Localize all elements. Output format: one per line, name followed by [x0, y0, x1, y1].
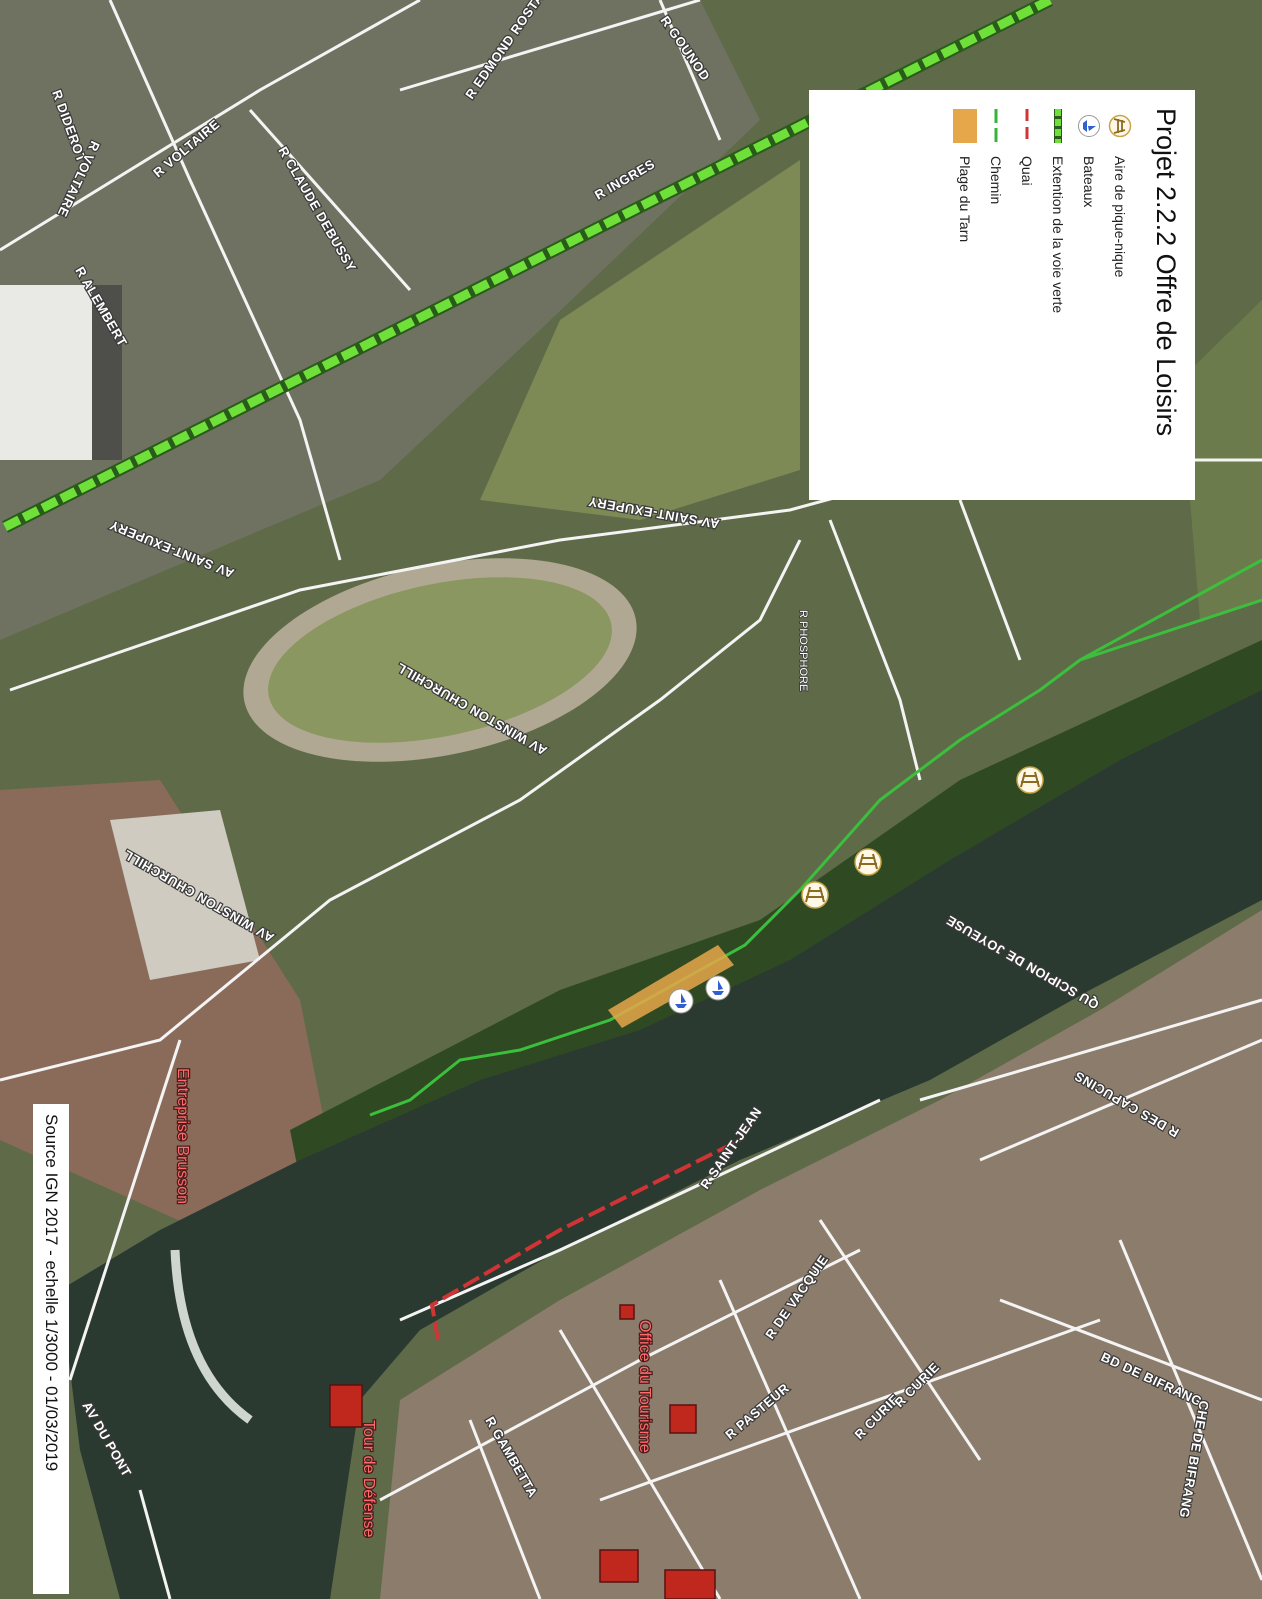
source-container: Source IGN 2017 - echelle 1/3000 - 01/03… — [33, 1104, 69, 1594]
chemin-path — [369, 558, 1262, 1117]
legend-label-picnic: Aire de pique-nique — [1112, 156, 1129, 278]
plage-du-tarn[interactable] — [608, 945, 734, 1028]
legend-container: Projet 2.2.2 Offre de Loisirs Aire de pi… — [809, 90, 1195, 500]
poi-label-brusson[interactable]: Entreprise Brusson — [173, 1067, 193, 1206]
parking-area — [110, 810, 260, 980]
boat-icon — [1077, 108, 1103, 144]
legend-item-picnic: Aire de pique-nique — [1105, 108, 1136, 482]
legend-label-voie-verte: Extention de la voie verte — [1050, 156, 1067, 314]
legend-label-plage: Plage du Tarn — [957, 156, 974, 243]
boat-marker[interactable] — [705, 975, 731, 1001]
quai-line — [429, 1138, 741, 1341]
legend-label-quai: Quai — [1019, 156, 1036, 186]
picnic-marker[interactable] — [801, 881, 829, 909]
boat-marker[interactable] — [668, 988, 694, 1014]
green-dashed-line-icon — [1046, 108, 1072, 144]
legend-item-boats: Bateaux — [1074, 108, 1105, 482]
legend-item-chemin: Chemin — [981, 108, 1012, 482]
poi-label-tourisme[interactable]: Office du Tourisme — [635, 1319, 655, 1454]
orange-area-icon — [953, 108, 979, 144]
picnic-marker[interactable] — [854, 848, 882, 876]
picnic-marker[interactable] — [1016, 766, 1044, 794]
industrial-roof — [0, 285, 92, 460]
voie-verte-extension — [2, 0, 1053, 533]
field-area — [480, 160, 800, 520]
picnic-table-icon — [1108, 108, 1134, 144]
legend-title: Projet 2.2.2 Offre de Loisirs — [1151, 108, 1181, 437]
legend-item-quai: Quai — [1012, 108, 1043, 482]
stadium-field — [268, 577, 612, 743]
poi-label-tour[interactable]: Tour de Défense — [359, 1419, 379, 1539]
weir — [170, 1249, 253, 1424]
legend-item-voie-verte: Extention de la voie verte — [1043, 108, 1074, 482]
source-caption: Source IGN 2017 - echelle 1/3000 - 01/03… — [33, 1104, 69, 1594]
legend-label-boats: Bateaux — [1081, 156, 1098, 208]
industrial-buildings-south — [0, 780, 330, 1230]
residential-area-north — [0, 0, 760, 640]
industrial-roof-shadow — [92, 285, 122, 460]
green-line-icon — [984, 108, 1010, 144]
highlight-buildings — [329, 1304, 716, 1599]
legend-item-plage: Plage du Tarn — [950, 108, 981, 482]
street-label-phosphore: R PHOSPHORE — [797, 610, 809, 691]
river-tarn — [60, 690, 1262, 1599]
old-town — [380, 910, 1262, 1599]
legend: Projet 2.2.2 Offre de Loisirs Aire de pi… — [809, 90, 1195, 500]
legend-label-chemin: Chemin — [988, 156, 1005, 205]
red-dashed-line-icon — [1015, 108, 1041, 144]
